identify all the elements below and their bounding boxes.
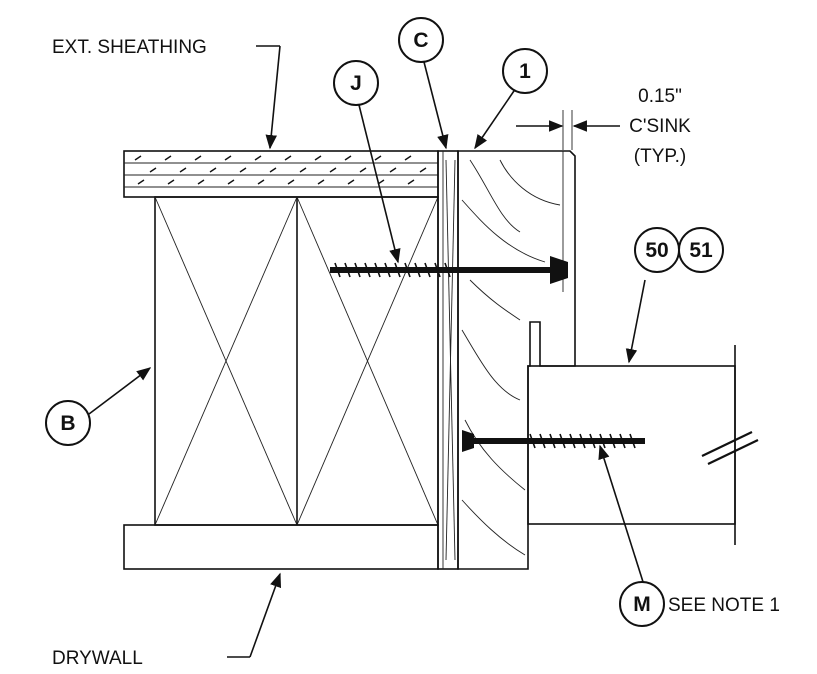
callout-j-text: J xyxy=(350,72,362,95)
callout-50: 50 xyxy=(634,227,680,273)
screw-j xyxy=(330,256,568,284)
countersink-dim-label: 0.15" xyxy=(638,86,682,107)
callout-50-text: 50 xyxy=(645,239,668,262)
drywall-board xyxy=(123,524,439,570)
callout-1: 1 xyxy=(502,48,548,94)
callout-c-text: C xyxy=(413,29,428,52)
drywall-label: DRYWALL xyxy=(52,648,143,669)
screw-m xyxy=(462,430,645,452)
callout-b-text: B xyxy=(60,412,75,435)
see-note-label: SEE NOTE 1 xyxy=(668,595,780,616)
stop-member-50-51 xyxy=(527,345,759,545)
stud-framing xyxy=(154,196,439,526)
callout-1-text: 1 xyxy=(519,60,531,83)
callout-j: J xyxy=(333,60,379,106)
countersink-typ-label: (TYP.) xyxy=(634,146,686,167)
countersink-text-label: C'SINK xyxy=(629,116,691,137)
callout-51: 51 xyxy=(678,227,724,273)
callout-51-text: 51 xyxy=(689,239,713,262)
callout-c: C xyxy=(398,17,444,63)
leader-lines xyxy=(88,45,646,658)
callout-b: B xyxy=(45,400,91,446)
jamb-member-1 xyxy=(457,150,576,570)
callout-m-text: M xyxy=(633,593,651,616)
ext-sheathing-board xyxy=(123,150,439,198)
shim-layer-c xyxy=(437,150,459,570)
ext-sheathing-label: EXT. SHEATHING xyxy=(52,37,207,58)
callout-m: M xyxy=(619,581,665,627)
countersink-dimension: 0.15" C'SINK (TYP.) xyxy=(516,86,691,167)
